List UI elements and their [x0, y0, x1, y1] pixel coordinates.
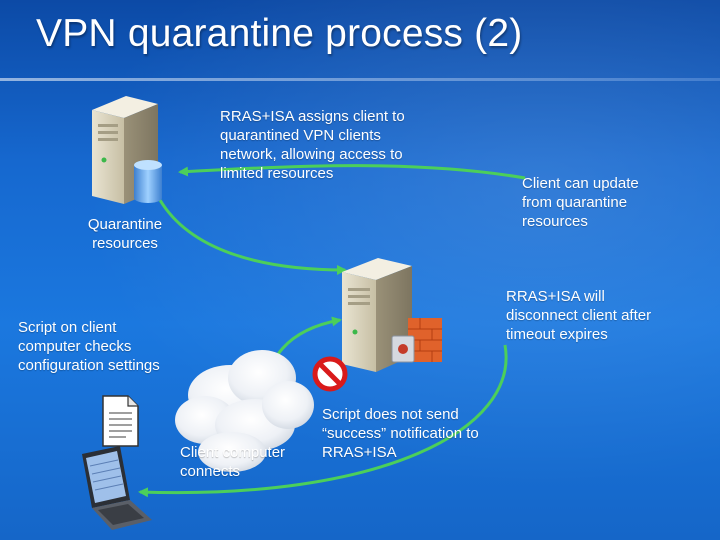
server-with-firewall-icon — [342, 258, 442, 372]
label-script-checks: Script on client computer checks configu… — [18, 319, 160, 374]
prohibited-icon — [312, 356, 348, 392]
label-client-connects: Client computer connects — [180, 444, 286, 480]
laptop-icon — [82, 446, 152, 530]
label-rras-assigns: RRAS+ISA assigns client to quarantined V… — [220, 108, 405, 182]
label-quarantine-resources: Quarantine resources — [87, 216, 163, 252]
cloud-icon — [175, 350, 314, 472]
label-client-update: Client can update from quarantine resour… — [522, 175, 639, 230]
server-with-database-icon — [92, 96, 162, 204]
title-divider — [0, 78, 720, 81]
arrow-rras-disconnect-to-laptop — [138, 344, 508, 498]
arrow-rras-to-quarantine — [178, 164, 526, 180]
arrow-quarantine-to-rras — [158, 199, 347, 275]
label-rras-disconnect: RRAS+ISA will disconnect client after ti… — [506, 288, 652, 343]
document-icon — [102, 395, 139, 447]
label-script-not-send: Script does not send “success” notificat… — [322, 406, 479, 461]
slide-title: VPN quarantine process (2) — [36, 12, 523, 55]
